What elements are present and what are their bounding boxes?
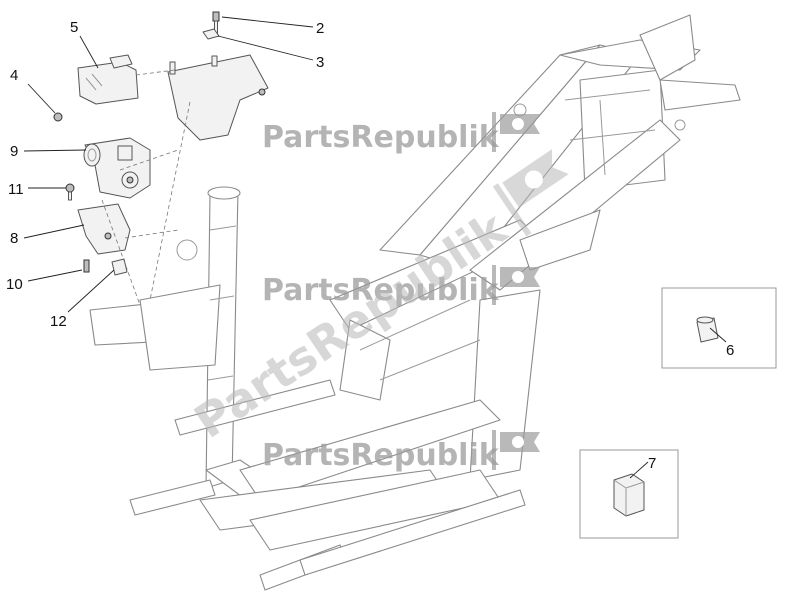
part-8-bracket	[77, 203, 131, 255]
callout-3: 3	[316, 54, 324, 71]
callout-9: 9	[10, 143, 18, 160]
leader-lines	[23, 16, 727, 479]
part-7-box	[579, 449, 679, 539]
callout-4: 4	[10, 67, 18, 84]
callout-2: 2	[316, 20, 324, 37]
callout-11: 11	[8, 181, 24, 198]
part-10-bolt	[83, 259, 90, 273]
watermark-text: PartsRepublik	[262, 438, 500, 473]
watermark-3: PartsRepublik	[262, 430, 540, 473]
watermark-2: PartsRepublik	[262, 265, 540, 308]
callout-7: 7	[648, 455, 656, 472]
callout-5: 5	[70, 19, 78, 36]
scooter-frame	[89, 14, 741, 591]
callout-8: 8	[10, 230, 18, 247]
watermark-1: PartsRepublik	[262, 112, 540, 155]
watermark-text: PartsRepublik	[262, 273, 500, 308]
part-6-box	[661, 287, 777, 369]
part-11-screw	[65, 183, 75, 201]
watermark-text: PartsRepublik	[262, 120, 500, 155]
part-5-control-unit	[77, 54, 139, 105]
callout-12: 12	[50, 313, 67, 330]
part-4-screw	[53, 112, 63, 122]
callout-6: 6	[726, 342, 734, 359]
callout-10: 10	[6, 276, 23, 293]
support-bracket	[167, 54, 269, 141]
part-9-throttle-body	[83, 137, 151, 199]
part-12-nut	[111, 258, 128, 276]
watermark-logo-large	[492, 149, 569, 237]
